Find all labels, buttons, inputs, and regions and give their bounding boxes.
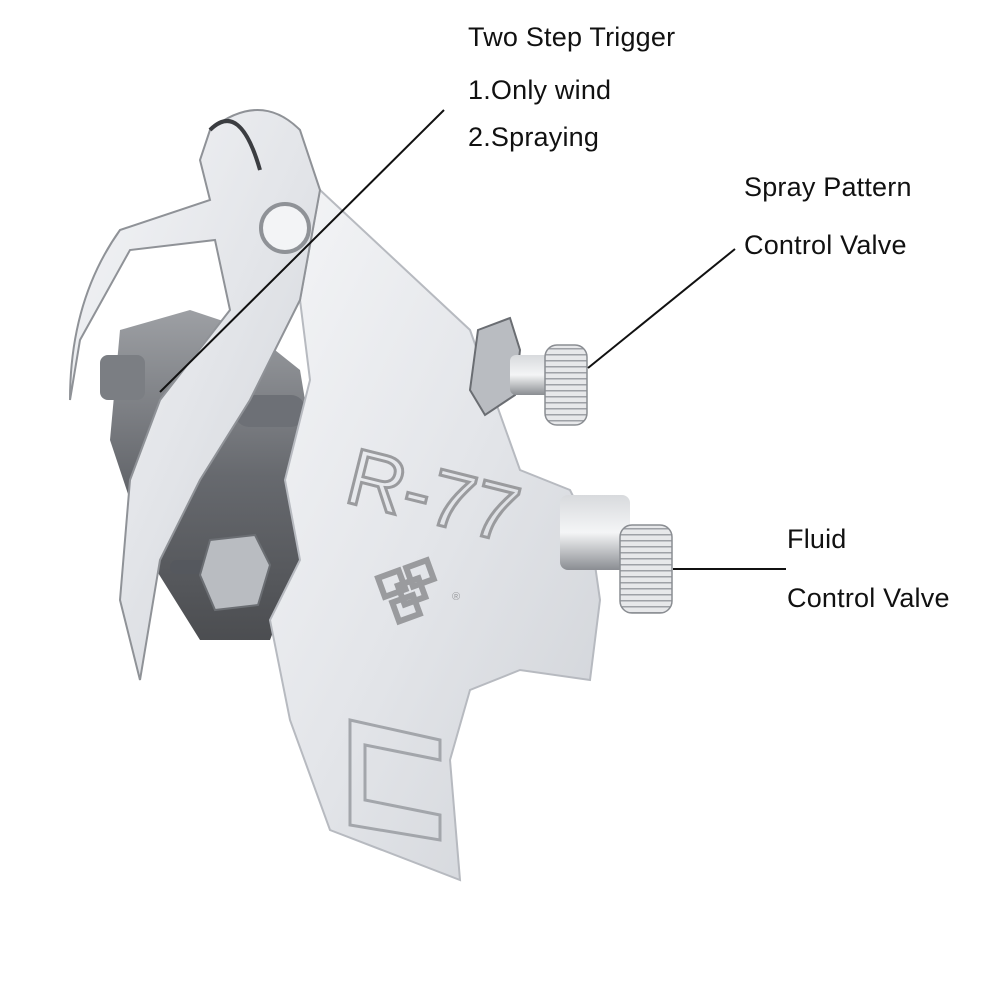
trigger-callout-step-1: 1.Only wind bbox=[468, 75, 612, 105]
fluid-callout-line-1: Fluid bbox=[787, 524, 847, 554]
trigger bbox=[69, 109, 322, 681]
trigger-callout-step-2: 2.Spraying bbox=[468, 122, 600, 152]
fluid-callout-line-2: Control Valve bbox=[787, 583, 950, 613]
brand-logo-icon bbox=[374, 556, 438, 626]
spray-pattern-callout-line-1: Spray Pattern bbox=[744, 172, 912, 202]
pivot-pin bbox=[259, 202, 311, 254]
registered-mark: ® bbox=[452, 591, 460, 603]
trigger-callout-title: Two Step Trigger bbox=[468, 22, 676, 52]
spray-pattern-callout-line-2: Control Valve bbox=[744, 230, 907, 260]
trigger-leader-line bbox=[159, 109, 445, 393]
spray-pattern-valve bbox=[468, 316, 588, 426]
spray-pattern-leader-line bbox=[587, 248, 736, 369]
gun-body bbox=[268, 188, 602, 882]
fluid-valve bbox=[560, 495, 673, 614]
